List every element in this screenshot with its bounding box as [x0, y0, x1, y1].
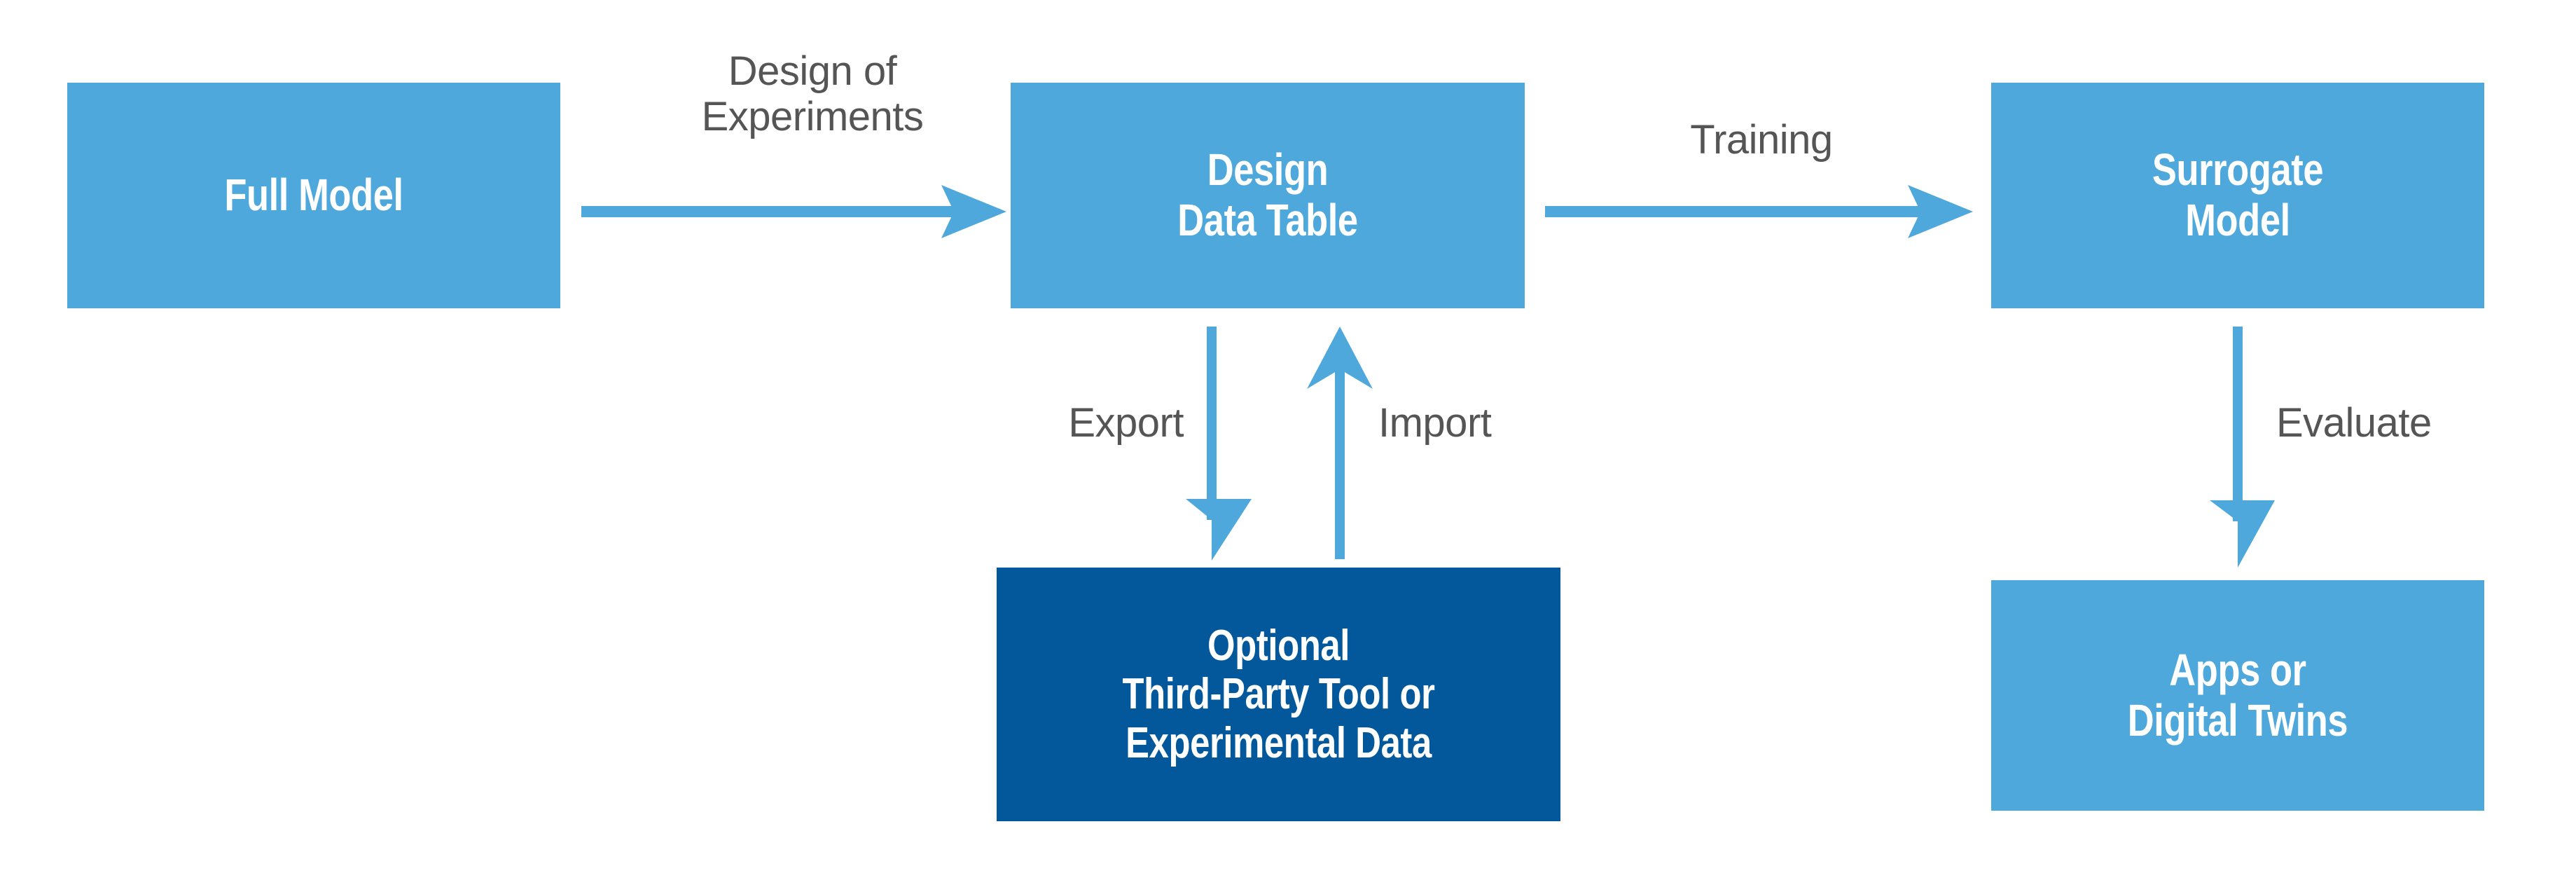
arrow-evaluate — [2210, 327, 2275, 568]
node-design-data-table[interactable]: Design Data Table — [1011, 83, 1525, 308]
node-apps-or-digital-twins-label: Apps or Digital Twins — [2127, 644, 2348, 746]
node-full-model[interactable]: Full Model — [67, 83, 560, 308]
node-surrogate-model[interactable]: Surrogate Model — [1991, 83, 2484, 308]
arrow-training — [1545, 185, 1973, 238]
connector-label-import: Import — [1378, 400, 1492, 446]
connector-label-design-of-experiments: Design of Experiments — [701, 48, 924, 139]
arrow-import — [1307, 327, 1373, 559]
node-full-model-label: Full Model — [224, 170, 403, 221]
node-apps-or-digital-twins[interactable]: Apps or Digital Twins — [1991, 580, 2484, 811]
node-optional-third-party-tool[interactable]: Optional Third-Party Tool or Experimenta… — [997, 568, 1560, 821]
arrow-export — [1186, 327, 1252, 561]
node-optional-third-party-tool-label: Optional Third-Party Tool or Experimenta… — [1122, 621, 1435, 767]
node-surrogate-model-label: Surrogate Model — [2152, 144, 2324, 245]
connector-label-evaluate: Evaluate — [2276, 400, 2432, 446]
arrow-design-of-experiments — [581, 185, 1006, 238]
connector-label-export: Export — [1068, 400, 1184, 446]
node-design-data-table-label: Design Data Table — [1177, 144, 1358, 245]
connector-label-training: Training — [1690, 117, 1833, 163]
